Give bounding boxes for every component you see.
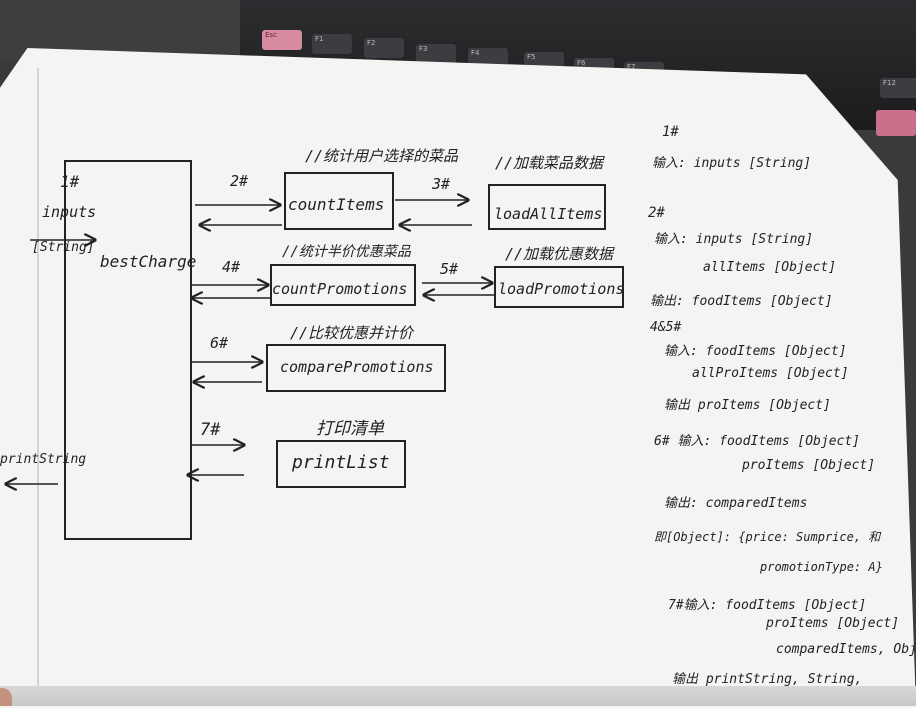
step-3-label: 3#: [432, 175, 451, 193]
notebook-paper: [0, 48, 916, 708]
count-items-label: countItems: [288, 195, 385, 214]
note-line: 1#: [662, 124, 679, 140]
step-4-note: //统计半价优惠菜品: [282, 244, 411, 260]
note-line: promotionType: A}: [760, 560, 883, 574]
key-f2: F2: [364, 38, 404, 58]
print-list-label: printList: [292, 452, 390, 473]
count-promotions-box: [270, 264, 416, 306]
load-all-items-label: loadAllItems: [494, 205, 603, 223]
note-line: proItems [Object]: [766, 616, 900, 631]
note-line: 输出 proItems [Object]: [664, 398, 831, 413]
inputs-type: [String]: [32, 240, 95, 255]
step-2-label: 2#: [230, 172, 249, 190]
paper-fold: [37, 68, 39, 688]
key-f12: F12: [880, 78, 916, 98]
note-line: 输出: foodItems [Object]: [650, 294, 833, 309]
step-3-note: //加载菜品数据: [495, 154, 604, 172]
step-6-label: 6#: [210, 334, 229, 352]
note-line: 2#: [648, 205, 665, 221]
count-promotions-label: countPromotions: [272, 280, 408, 298]
count-items-box: [284, 172, 394, 230]
compare-promotions-label: comparePromotions: [280, 358, 434, 376]
finger: [0, 688, 12, 706]
best-charge-box: [64, 160, 192, 540]
key-f4: F4: [468, 48, 508, 68]
paper-edge: [0, 686, 916, 706]
note-line: allItems [Object]: [703, 260, 837, 275]
note-line: 输出 printString, String,: [672, 672, 863, 687]
step-6-note: //比较优惠并计价: [290, 324, 414, 342]
note-line: proItems [Object]: [742, 458, 876, 473]
print-list-box: [276, 440, 406, 488]
step-5-note: //加载优惠数据: [505, 245, 614, 263]
load-all-items-box: [488, 184, 606, 230]
inputs-label: inputs: [42, 203, 97, 221]
step-7-note: 打印清单: [316, 419, 384, 439]
step-7-label: 7#: [200, 420, 221, 440]
side-key: [876, 110, 916, 136]
step-4-label: 4#: [222, 258, 241, 276]
note-line: comparedItems, Obj: [776, 642, 916, 657]
note-line: 7#输入: foodItems [Object]: [668, 598, 867, 613]
note-line: 即[Object]: {price: Sumprice, 和: [654, 530, 881, 544]
note-line: allProItems [Object]: [692, 366, 849, 381]
best-charge-label: bestCharge: [100, 252, 197, 271]
load-promotions-label: loadPromotions: [498, 280, 625, 298]
step-5-label: 5#: [440, 260, 459, 278]
key-f3: F3: [416, 44, 456, 64]
step-2-note: //统计用户选择的菜品: [305, 147, 459, 165]
note-line: 输出: comparedItems: [664, 496, 808, 511]
note-line: 6# 输入: foodItems [Object]: [654, 434, 861, 449]
note-line: 输入: inputs [String]: [654, 232, 814, 247]
key-esc: Esc: [262, 30, 302, 50]
compare-promotions-box: [266, 344, 446, 392]
key-f1: F1: [312, 34, 352, 54]
note-line: 输入: foodItems [Object]: [664, 344, 847, 359]
note-line: 4&5#: [650, 320, 682, 335]
load-promotions-box: [494, 266, 624, 308]
note-line: 输入: inputs [String]: [652, 156, 812, 171]
